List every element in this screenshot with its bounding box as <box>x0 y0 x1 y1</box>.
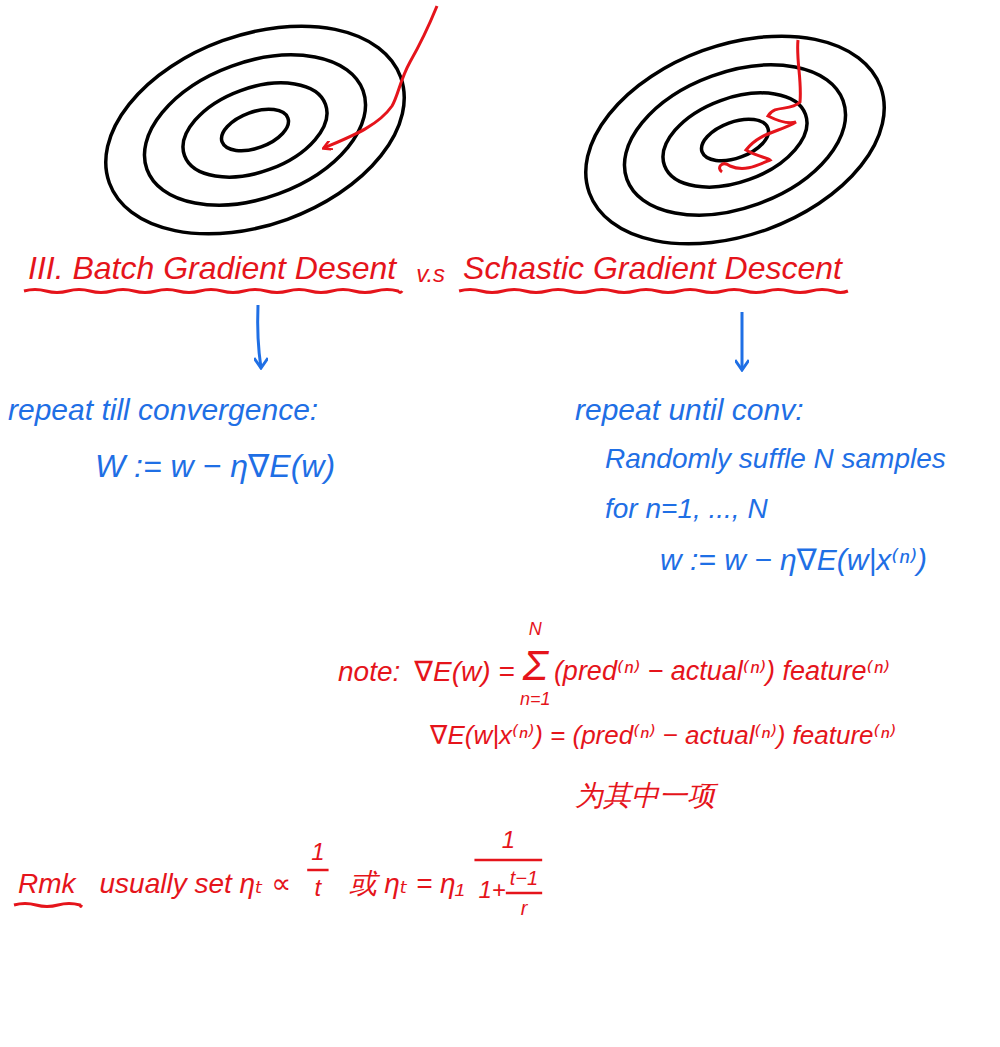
sum-limit: N <box>529 620 542 638</box>
contour <box>650 75 820 205</box>
contour <box>696 111 774 169</box>
contour-plot <box>77 0 913 282</box>
contour <box>557 0 913 282</box>
formula: ∇E(w) = <box>414 658 514 686</box>
formula: (pred⁽ⁿ⁾ − actual⁽ⁿ⁾) feature⁽ⁿ⁾ <box>554 658 890 685</box>
remark-text: usually set ηₜ ∝ <box>100 870 292 898</box>
algorithm-line: repeat till convergence: <box>8 395 318 425</box>
formula: ∇E(w|x⁽ⁿ⁾) = (pred⁽ⁿ⁾ − actual⁽ⁿ⁾) featu… <box>430 722 896 748</box>
underline <box>24 290 402 293</box>
note-label: note: <box>338 658 400 686</box>
contour <box>170 65 340 195</box>
contour <box>124 27 387 233</box>
heading: III. Batch Gradient Desent <box>28 252 396 284</box>
descent-path <box>324 6 437 148</box>
heading: Schastic Gradient Descent <box>463 252 842 284</box>
remark-text: 或 ηₜ = η₁ <box>349 870 465 898</box>
fraction-denominator: 1+ <box>478 878 505 902</box>
descent-path <box>720 40 801 172</box>
sum-symbol: Σ <box>523 645 548 687</box>
fraction-numerator: t−1 <box>510 868 538 888</box>
underline <box>459 290 848 293</box>
contour <box>77 0 433 272</box>
algorithm-line: for n=1, ..., N <box>605 495 768 523</box>
heading-connector: v.s <box>416 262 445 286</box>
update-rule: W := w − η∇E(w) <box>95 450 335 482</box>
down-arrow <box>258 305 261 368</box>
contour <box>216 101 294 159</box>
down-arrow <box>741 312 744 370</box>
algorithm-line: Randomly suffle N samples <box>605 445 946 473</box>
update-rule: w := w − η∇E(w|x⁽ⁿ⁾) <box>660 545 927 575</box>
fraction-denominator: t <box>315 876 322 900</box>
remark-label: Rmk <box>18 870 76 898</box>
spacer <box>796 22 808 90</box>
note-text: 为其中一项 <box>575 782 715 810</box>
contour <box>604 37 867 243</box>
algorithm-line: repeat until conv: <box>575 395 803 425</box>
fraction-denominator: r <box>521 898 528 918</box>
sum-limit: n=1 <box>520 690 551 708</box>
fraction-bar <box>474 859 542 862</box>
fraction-bar <box>307 869 328 872</box>
fraction-bar <box>506 892 542 895</box>
fraction-numerator: 1 <box>311 840 324 864</box>
fraction-numerator: 1 <box>502 828 515 852</box>
underline <box>14 904 82 907</box>
